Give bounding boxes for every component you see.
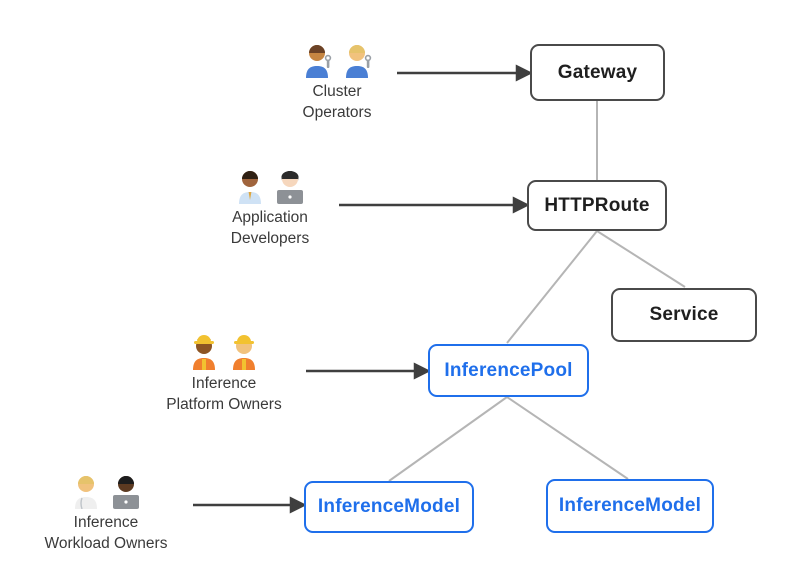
node-service: Service (611, 288, 757, 342)
persona-cluster-operators: Cluster Operators (247, 40, 427, 123)
persona-label-line2: Operators (302, 104, 372, 121)
persona-application-developers: Application Developers (180, 166, 360, 249)
node-inferencemodel-left-label: InferenceModel (317, 496, 461, 517)
persona-label-line2: Workload Owners (44, 535, 168, 552)
health-worker-and-technologist-emoji-icon (75, 476, 139, 509)
node-service-label: Service (649, 304, 719, 325)
arrowhead-inferencepool (413, 362, 431, 380)
node-httproute-label: HTTPRoute (544, 194, 650, 216)
mechanics-emoji-icon (306, 45, 372, 78)
persona-arrows (193, 64, 533, 514)
node-httproute: HTTPRoute (527, 180, 667, 231)
arrowhead-gateway (515, 64, 533, 82)
node-inferencemodel-left: InferenceModel (304, 481, 474, 533)
node-gateway-label: Gateway (557, 61, 638, 83)
persona-label-line1: Inference (191, 375, 257, 392)
persona-inference-platform-owners: Inference Platform Owners (134, 332, 314, 415)
persona-label-line2: Developers (230, 230, 310, 247)
arrowhead-inferencemodel (289, 496, 307, 514)
node-inferencemodel-right-label: InferenceModel (558, 495, 702, 516)
persona-label-line1: Cluster (312, 83, 362, 100)
persona-label-line1: Application (232, 209, 308, 226)
office-worker-and-technologist-emoji-icon (239, 171, 303, 204)
edge-httproute-service (596, 230, 686, 288)
construction-workers-emoji-icon (193, 335, 255, 370)
arrowhead-httproute (512, 196, 530, 214)
edge-inferencepool-inferencemodel-right (506, 396, 629, 480)
persona-label-line1: Inference (73, 514, 139, 531)
edge-inferencepool-inferencemodel-left (388, 396, 508, 482)
node-inferencemodel-right: InferenceModel (546, 479, 714, 533)
edge-httproute-inferencepool (506, 230, 598, 344)
node-inferencepool-label: InferencePool (444, 359, 573, 381)
persona-label-line2: Platform Owners (166, 396, 282, 413)
persona-inference-workload-owners: Inference Workload Owners (16, 471, 196, 554)
resource-edges (388, 101, 686, 482)
node-inferencepool: InferencePool (428, 344, 589, 397)
node-gateway: Gateway (530, 44, 665, 101)
